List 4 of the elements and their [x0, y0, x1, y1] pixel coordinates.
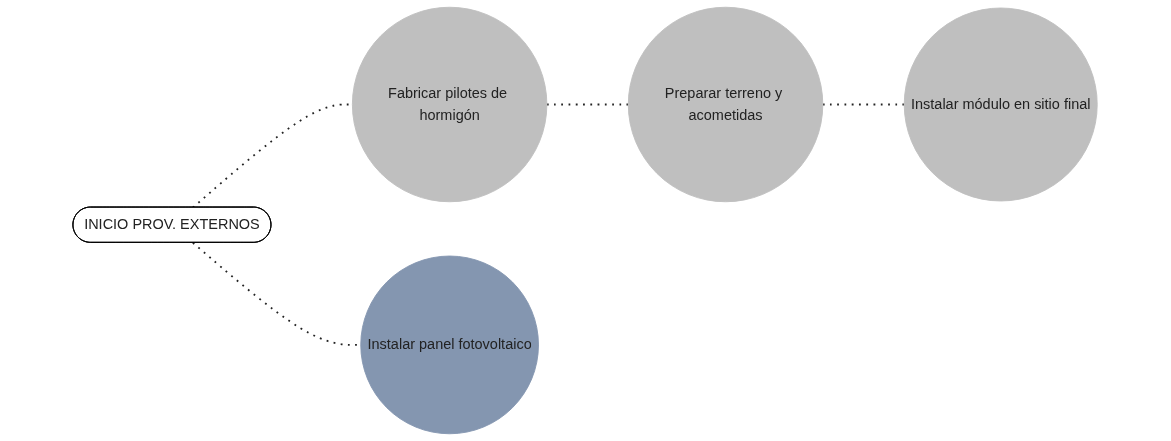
node-circle: Instalar módulo en sitio final — [904, 7, 1099, 202]
node-circle: Instalar panel fotovoltaico — [360, 255, 540, 435]
node-circle: Fabricar pilotes de hormigón — [352, 6, 548, 203]
node-circle: Preparar terreno y acometidas — [628, 6, 824, 203]
